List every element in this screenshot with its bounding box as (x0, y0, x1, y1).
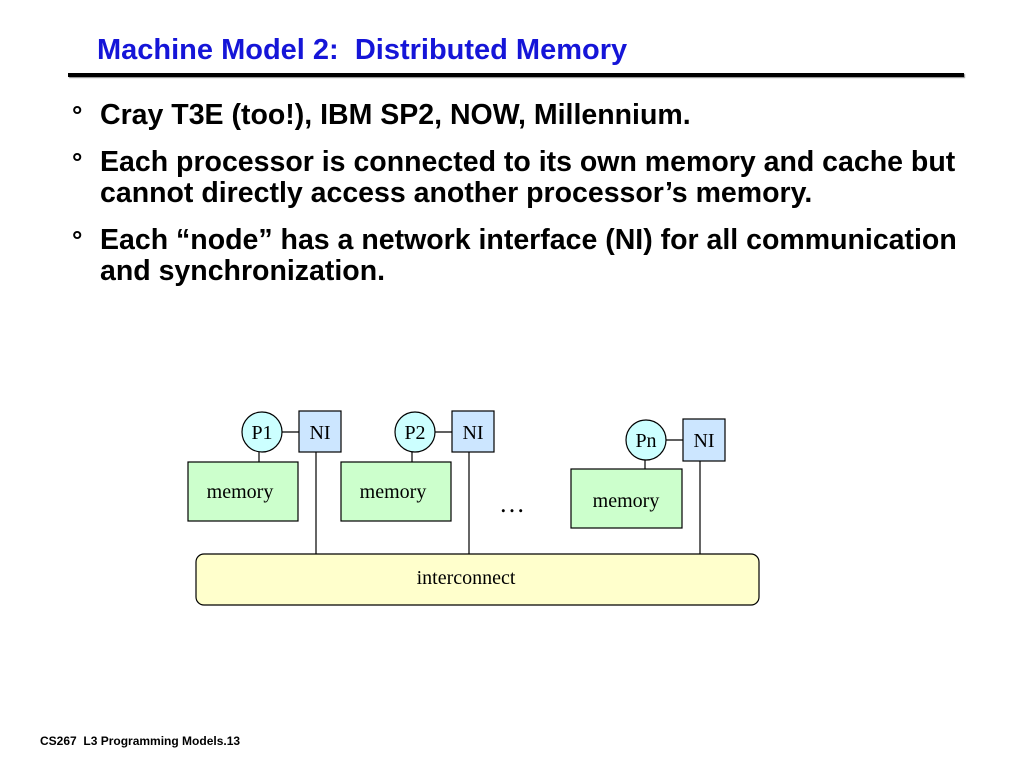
ni-n-label: NI (693, 430, 714, 452)
ni-2-label: NI (462, 422, 483, 444)
bullet-item: ° Each processor is connected to its own… (72, 147, 972, 209)
processor-pn (625, 419, 667, 461)
bullet-mark: ° (72, 225, 83, 255)
node-1: P1 NI memory (187, 410, 342, 522)
processor-p2-label: P2 (404, 422, 425, 444)
bullet-item: ° Cray T3E (too!), IBM SP2, NOW, Millenn… (72, 100, 972, 131)
processor-p2 (394, 411, 436, 453)
processor-p1-label: P1 (251, 422, 272, 444)
ni-1-label: NI (309, 422, 330, 444)
interconnect-bus: interconnect (195, 553, 760, 606)
node-n: Pn NI memory (570, 418, 726, 529)
memory-1-label: memory (207, 481, 274, 503)
memory-n-label: memory (593, 490, 660, 512)
bullet-mark: ° (72, 147, 83, 177)
memory-2-label: memory (360, 481, 427, 503)
title-divider (68, 73, 964, 77)
bullet-mark: ° (72, 100, 83, 130)
bullet-text: Each “node” has a network interface (NI)… (100, 224, 957, 287)
node-2: P2 NI memory (340, 410, 495, 522)
memory-1 (187, 461, 299, 522)
memory-2 (340, 461, 452, 522)
connector-lines (258, 431, 701, 554)
slide-footer: CS267 L3 Programming Models.13 (40, 734, 241, 748)
ellipsis: … (499, 489, 525, 518)
ni-2 (451, 410, 495, 453)
bullet-text: Cray T3E (too!), IBM SP2, NOW, Millenniu… (100, 99, 691, 131)
ni-1 (298, 410, 342, 453)
processor-pn-label: Pn (635, 430, 656, 452)
ni-n (682, 418, 726, 462)
slide-title: Machine Model 2: Distributed Memory (97, 34, 628, 66)
processor-p1 (241, 411, 283, 453)
bullet-text: Each processor is connected to its own m… (100, 146, 956, 209)
bullet-item: ° Each “node” has a network interface (N… (72, 225, 972, 287)
interconnect-box (195, 553, 760, 606)
interconnect-label: interconnect (417, 567, 516, 589)
memory-n (570, 468, 683, 529)
bullet-list: ° Cray T3E (too!), IBM SP2, NOW, Millenn… (72, 100, 972, 303)
